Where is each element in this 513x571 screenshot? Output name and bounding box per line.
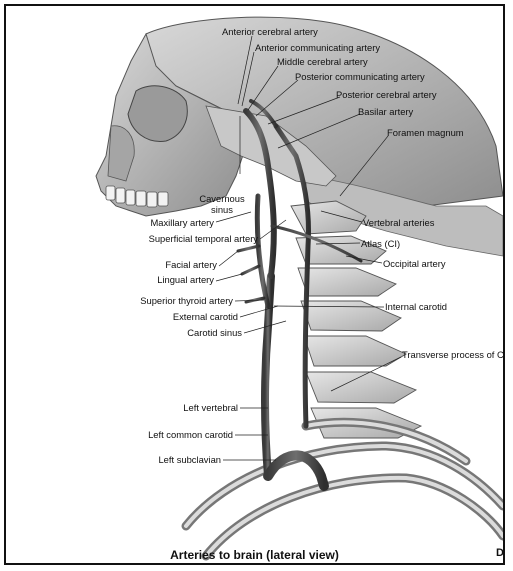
label-external-carotid: External carotid: [126, 312, 238, 321]
label-carotid-sinus: Carotid sinus: [146, 328, 242, 337]
label-atlas: Atlas (CI): [361, 239, 400, 248]
lingual-artery-branch: [242, 266, 259, 274]
label-superior-thyroid-artery: Superior thyroid artery: [82, 296, 233, 305]
label-anterior-cerebral-artery: Anterior cerebral artery: [222, 27, 318, 36]
label-vertebral-arteries: Vertebral arteries: [363, 218, 434, 227]
label-anterior-communicating-artery: Anterior communicating artery: [255, 43, 380, 52]
label-cavernous-sinus: Cavernous sinus: [192, 194, 252, 216]
edge-letter: D: [496, 547, 504, 559]
label-transverse-process-cvi: Transverse process of CVI: [402, 350, 505, 359]
label-left-subclavian: Left subclavian: [136, 455, 221, 464]
external-carotid-artery: [257, 196, 268, 306]
illustration-frame: Anterior cerebral artery Anterior commun…: [4, 4, 505, 565]
ribs: [186, 422, 503, 556]
label-left-vertebral: Left vertebral: [146, 403, 238, 412]
label-posterior-communicating-artery: Posterior communicating artery: [295, 72, 425, 81]
label-middle-cerebral-artery: Middle cerebral artery: [277, 57, 368, 66]
label-superficial-temporal-artery: Superficial temporal artery: [86, 234, 258, 243]
label-maxillary-artery: Maxillary artery: [92, 218, 214, 227]
figure-caption: Arteries to brain (lateral view): [6, 548, 503, 562]
label-internal-carotid: Internal carotid: [385, 302, 447, 311]
label-facial-artery: Facial artery: [116, 260, 217, 269]
label-basilar-artery: Basilar artery: [358, 107, 413, 116]
facial-artery-branch: [238, 246, 259, 251]
label-posterior-cerebral-artery: Posterior cerebral artery: [336, 90, 437, 99]
label-foramen-magnum: Foramen magnum: [387, 128, 464, 137]
label-left-common-carotid: Left common carotid: [116, 430, 233, 439]
subclavian-artery: [268, 455, 324, 486]
label-occipital-artery: Occipital artery: [383, 259, 446, 268]
label-lingual-artery: Lingual artery: [116, 275, 214, 284]
